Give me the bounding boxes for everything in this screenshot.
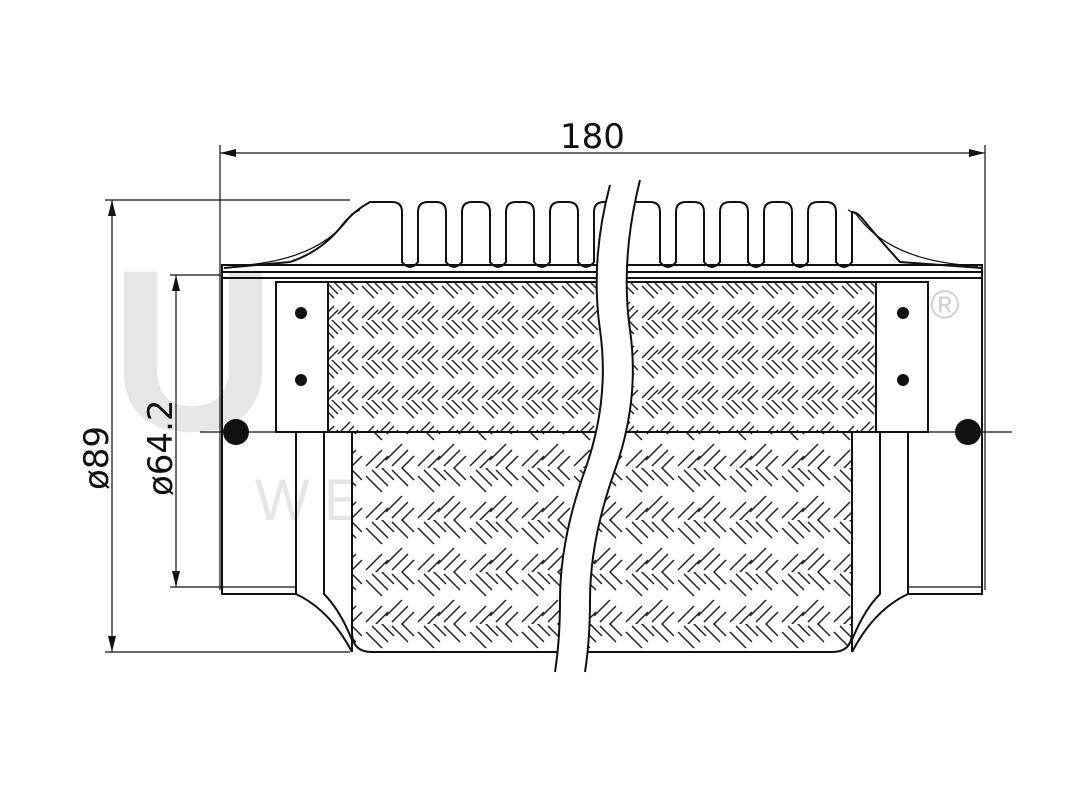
right-end-ring (875, 281, 929, 433)
outer-braid (351, 431, 853, 653)
break-lines (554, 179, 641, 673)
inner-diameter-dimension: ø64.2 (141, 274, 222, 588)
external-view (221, 431, 983, 653)
length-label: 180 (560, 117, 625, 157)
bellows-outline (223, 201, 983, 269)
length-dimension: 180 (219, 117, 986, 590)
left-end-ring (275, 281, 329, 433)
watermark-brand: U (110, 222, 276, 479)
outer-diameter-dimension: ø89 (77, 199, 350, 653)
inner-diameter-label: ø64.2 (141, 399, 181, 496)
rivet (897, 374, 909, 386)
outer-diameter-label: ø89 (77, 426, 117, 490)
rivet (897, 307, 909, 319)
rivet (295, 307, 307, 319)
watermark-registered-symbol: ® (930, 283, 959, 327)
rivet (295, 374, 307, 386)
